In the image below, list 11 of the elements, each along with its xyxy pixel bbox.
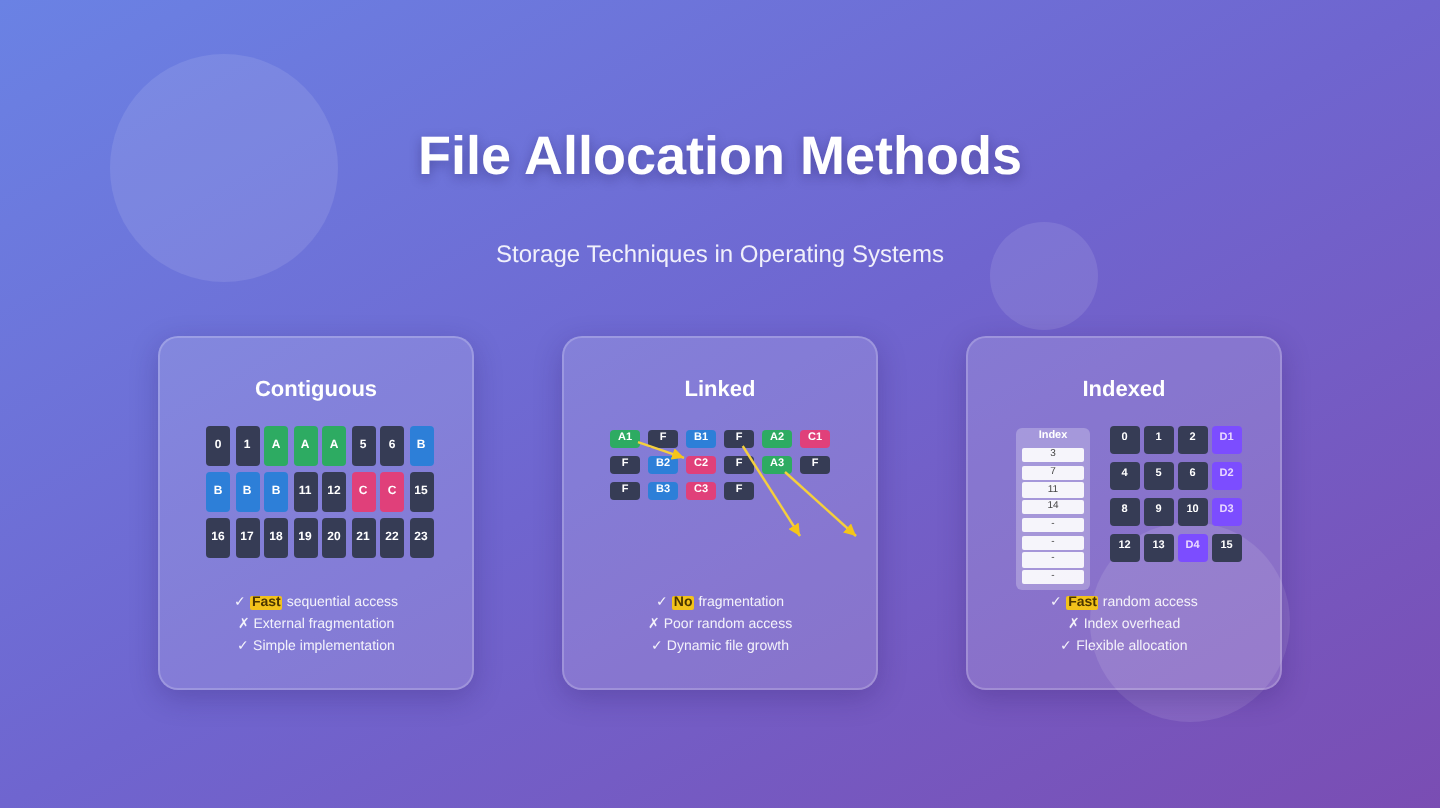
method-card (966, 336, 1282, 690)
index-table (1016, 428, 1090, 590)
page-title: File Allocation Methods (417, 124, 1022, 190)
pointer-arrow (637, 441, 685, 460)
pointer-arrow (784, 471, 857, 537)
method-card (562, 336, 878, 690)
card-heading: Contiguous (254, 376, 378, 404)
method-card (158, 336, 474, 690)
subtitle: Storage Techniques in Operating Systems (496, 238, 944, 270)
card-heading: Indexed (1082, 376, 1166, 404)
card-heading: Linked (684, 376, 756, 404)
